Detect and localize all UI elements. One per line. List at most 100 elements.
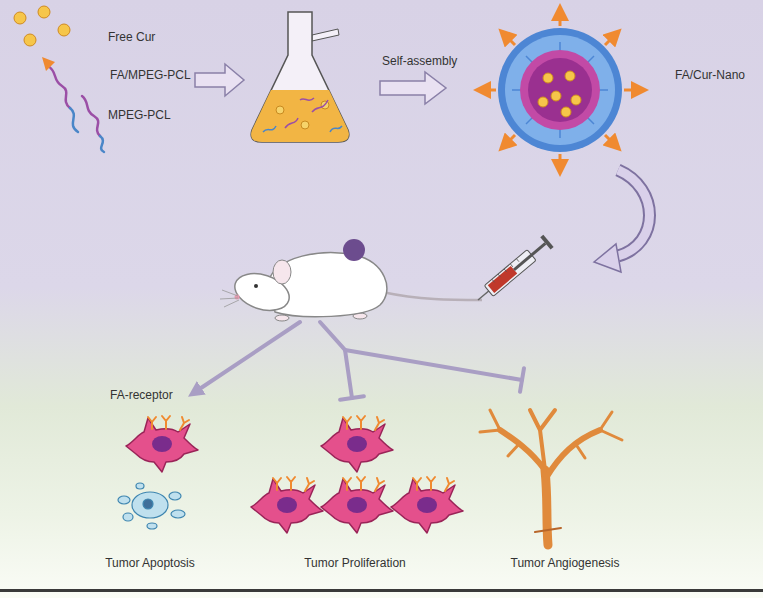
nanoparticle bbox=[624, 89, 634, 92]
free-curcumin bbox=[58, 24, 70, 36]
mouse bbox=[220, 290, 239, 307]
effect-lines bbox=[198, 322, 524, 400]
effect-lines bbox=[198, 322, 300, 390]
nanoparticle bbox=[509, 135, 515, 141]
apoptotic-debris bbox=[143, 499, 153, 509]
polymer bbox=[42, 57, 55, 71]
blood-vessel bbox=[546, 430, 600, 478]
nanoparticle bbox=[571, 95, 581, 105]
syringe bbox=[478, 291, 489, 300]
nanoparticle bbox=[538, 97, 548, 107]
nanoparticle bbox=[605, 39, 611, 45]
free-curcumin bbox=[38, 6, 50, 18]
free-curcumin bbox=[24, 34, 36, 46]
nanoparticle bbox=[505, 35, 615, 145]
annotation-label: FA/MPEG-PCL bbox=[110, 68, 191, 82]
nanoparticle bbox=[498, 28, 622, 152]
tumor-cell bbox=[251, 477, 323, 533]
annotation-label: MPEG-PCL bbox=[108, 108, 171, 122]
tumor-cell bbox=[321, 477, 393, 533]
polymer bbox=[42, 57, 104, 152]
flask bbox=[301, 121, 309, 129]
polymer bbox=[70, 108, 78, 132]
blood-vessel bbox=[575, 412, 622, 458]
caption: Tumor Apoptosis bbox=[75, 556, 225, 570]
mouse bbox=[268, 253, 387, 317]
curved-arrow bbox=[594, 170, 650, 272]
mouse bbox=[273, 260, 291, 284]
curved-arrow bbox=[618, 170, 650, 256]
polymer bbox=[100, 136, 104, 152]
flask bbox=[276, 106, 284, 114]
proliferation-group: Tumor Proliferation bbox=[260, 380, 450, 576]
nanoparticle bbox=[551, 91, 561, 101]
flask bbox=[251, 90, 349, 142]
angiogenesis-group: Tumor Angiogenesis bbox=[475, 380, 655, 576]
nanoparticle bbox=[488, 18, 634, 162]
syringe bbox=[473, 235, 554, 306]
apoptotic-debris bbox=[132, 492, 168, 518]
free-curcumin bbox=[14, 12, 26, 24]
blood-vessel bbox=[480, 410, 622, 545]
nanoparticle bbox=[520, 50, 600, 130]
bottom-rule bbox=[0, 589, 763, 592]
blood-vessel bbox=[545, 470, 548, 545]
apoptotic-debris bbox=[136, 483, 144, 489]
flask bbox=[285, 98, 328, 128]
flask bbox=[251, 12, 349, 142]
nanoparticle bbox=[512, 42, 608, 138]
tumor-cell bbox=[126, 416, 198, 472]
mouse bbox=[220, 239, 482, 321]
process-arrow bbox=[380, 72, 446, 104]
mouse bbox=[254, 284, 258, 288]
node-label: FA/Cur-Nano bbox=[675, 68, 745, 82]
effect-lines bbox=[520, 368, 524, 392]
apoptosis-group: FA-receptorTumor Apoptosis bbox=[75, 380, 225, 576]
nanoparticle bbox=[559, 154, 562, 162]
effect-lines bbox=[345, 350, 522, 380]
nanoparticle bbox=[488, 89, 496, 92]
nanoparticle bbox=[559, 18, 562, 26]
mouse bbox=[343, 239, 365, 261]
curved-arrow bbox=[594, 244, 621, 272]
tumor-cell bbox=[126, 416, 463, 533]
apoptotic-debris bbox=[123, 513, 133, 521]
blood-vessel bbox=[535, 528, 561, 532]
tumor-cell bbox=[321, 416, 393, 472]
polymer bbox=[48, 66, 70, 108]
apoptotic-debris bbox=[118, 496, 130, 504]
apoptotic-debris bbox=[147, 523, 157, 529]
free-curcumin bbox=[14, 6, 70, 46]
mouse bbox=[275, 315, 289, 321]
flask bbox=[263, 126, 342, 132]
effect-lines bbox=[320, 322, 352, 398]
caption: Tumor Angiogenesis bbox=[475, 556, 655, 570]
process-arrow bbox=[195, 64, 244, 96]
blood-vessel bbox=[480, 410, 520, 456]
blood-vessel bbox=[500, 430, 545, 470]
syringe bbox=[540, 235, 553, 250]
nanoparticle bbox=[561, 107, 571, 117]
mouse bbox=[382, 292, 482, 300]
syringe bbox=[514, 243, 545, 269]
receptor-label: FA-receptor bbox=[110, 388, 173, 402]
nanoparticle bbox=[565, 71, 575, 81]
caption: Tumor Proliferation bbox=[260, 556, 450, 570]
curved-arrow bbox=[618, 170, 650, 256]
tumor-cell bbox=[391, 477, 463, 533]
nanoparticle bbox=[509, 39, 515, 45]
annotation-label: Free Cur bbox=[108, 30, 155, 44]
nanoparticle bbox=[528, 58, 592, 122]
effect-lines bbox=[340, 396, 364, 399]
flask bbox=[312, 29, 339, 41]
nanoparticle-node: FA/Cur-Nano bbox=[482, 10, 758, 170]
nanoparticle bbox=[543, 73, 553, 83]
apoptotic-debris bbox=[118, 483, 185, 529]
annotation-label: Self-assembly bbox=[382, 54, 457, 68]
apoptotic-debris bbox=[169, 492, 181, 500]
apoptotic-debris bbox=[171, 510, 185, 518]
nanoparticle bbox=[488, 18, 634, 162]
polymer bbox=[82, 96, 100, 136]
blood-vessel bbox=[530, 410, 555, 470]
